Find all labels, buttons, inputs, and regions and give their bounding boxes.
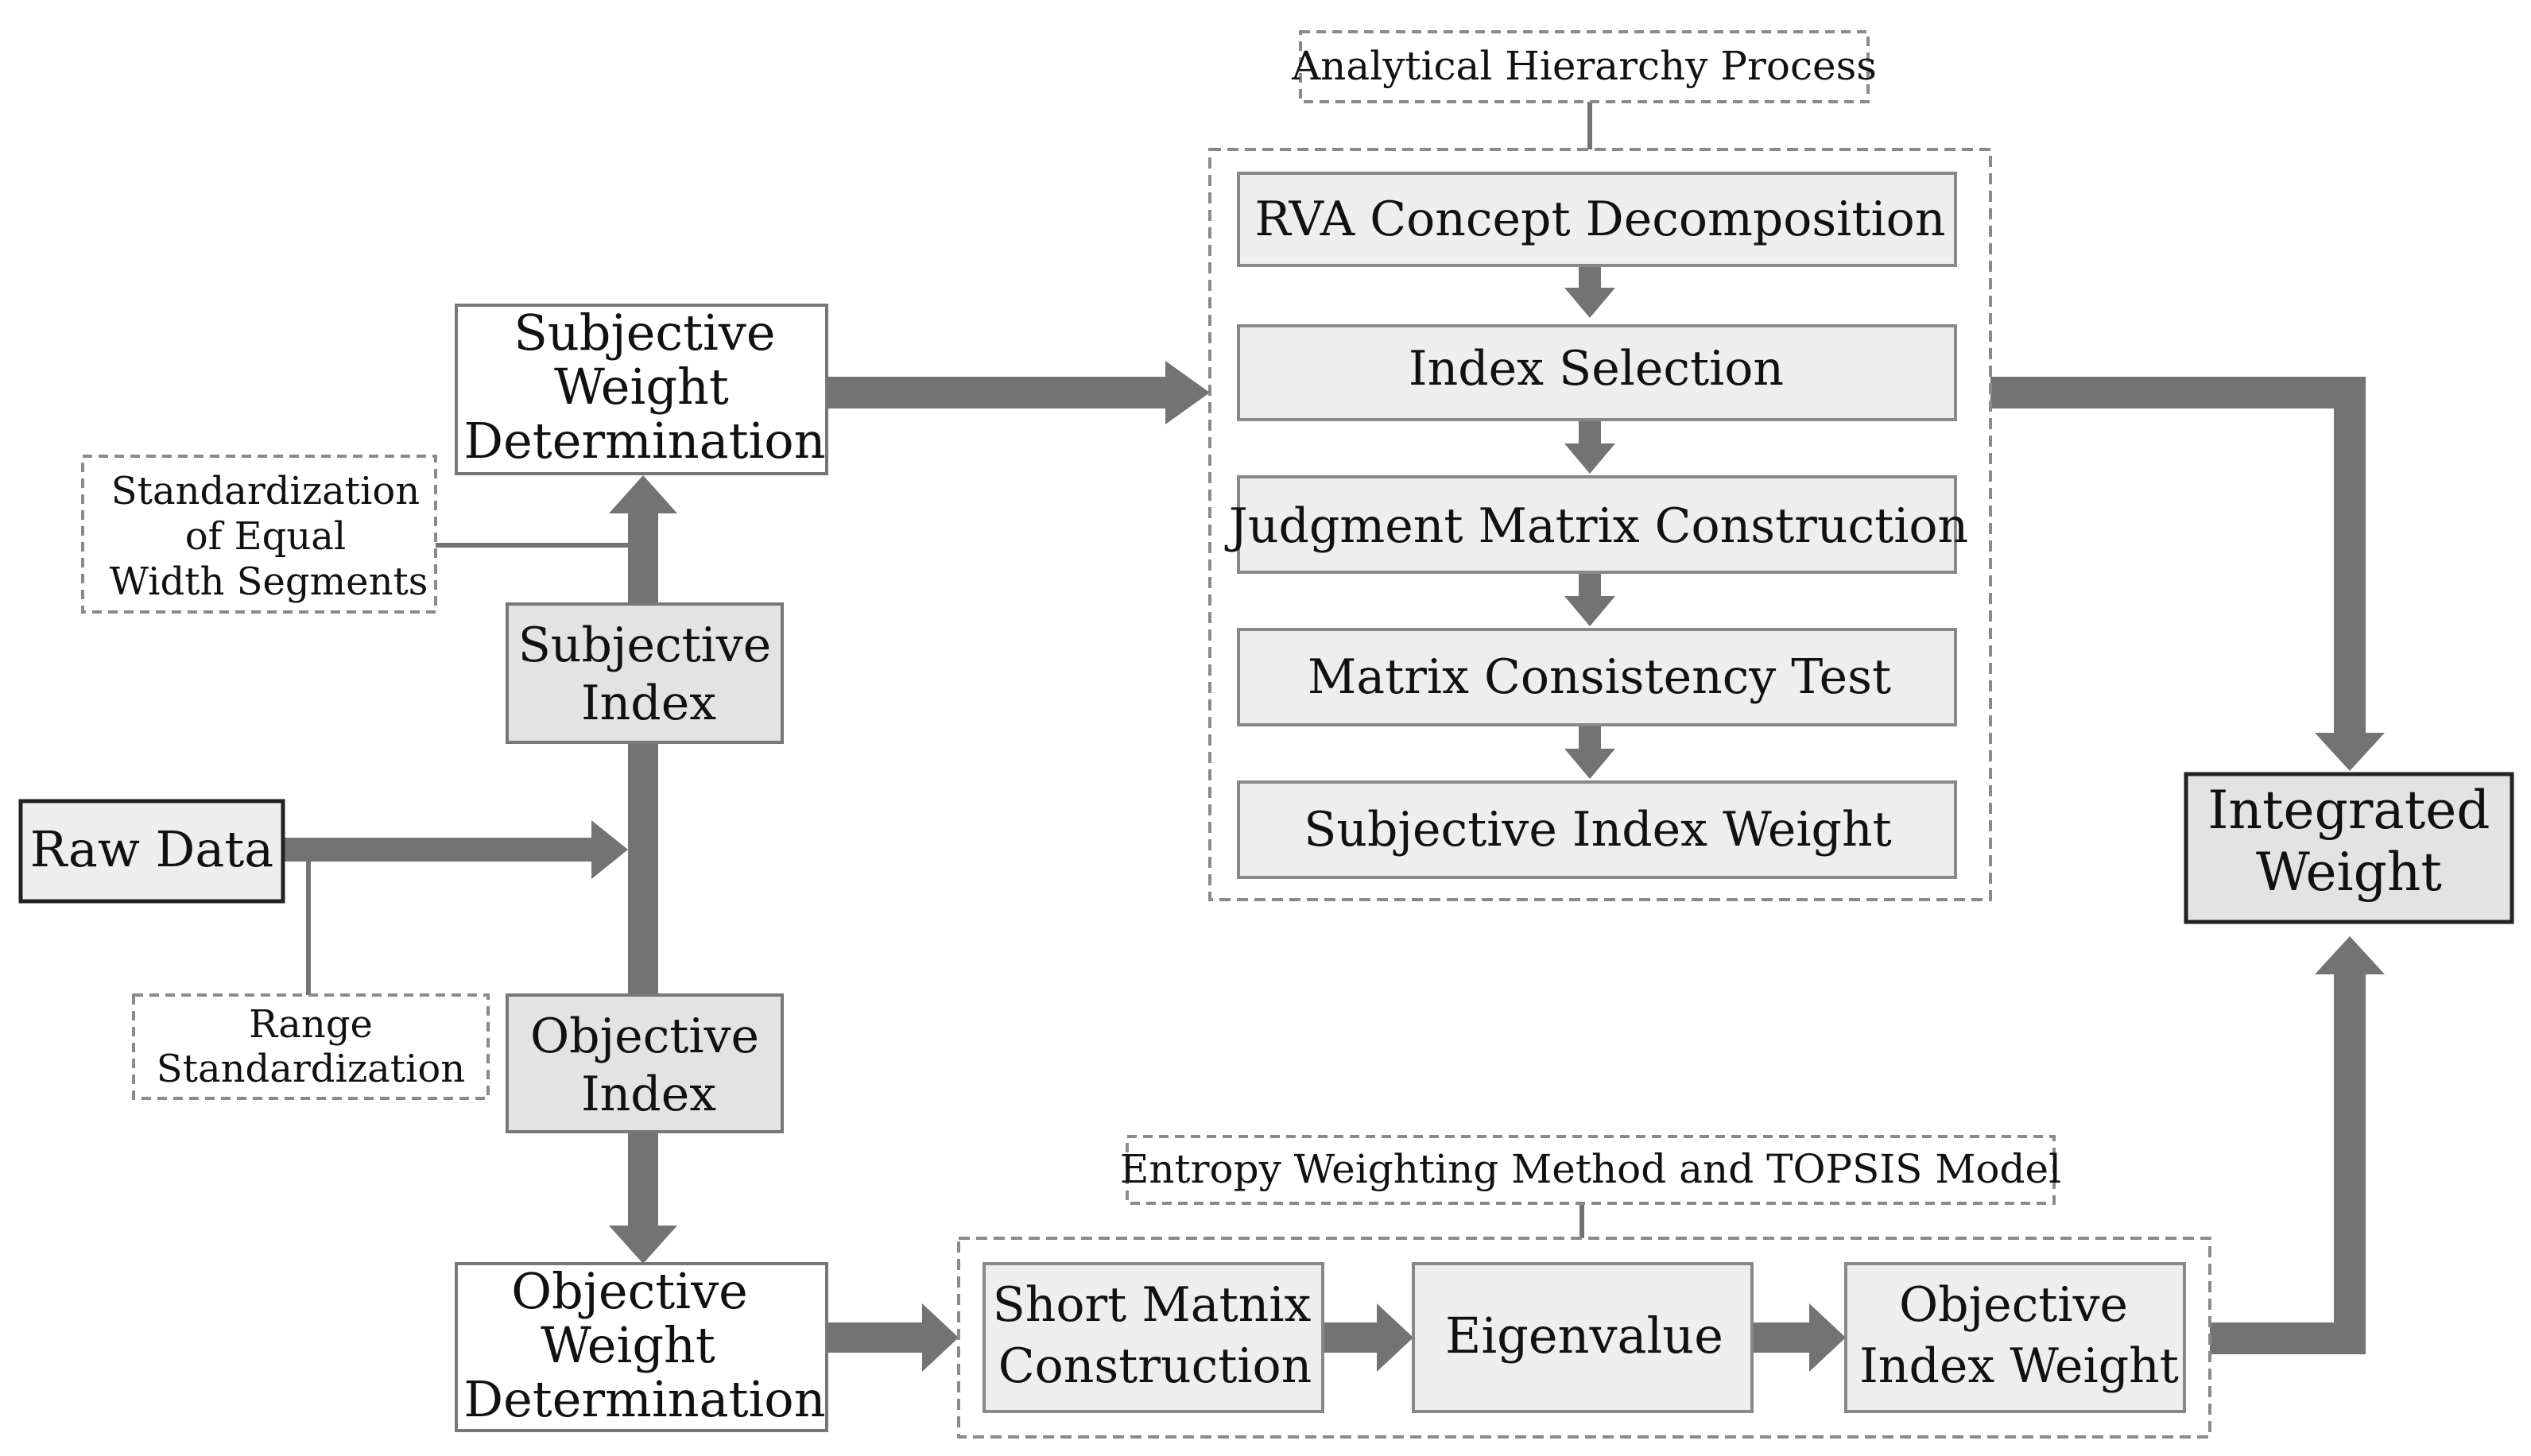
ahp-arrow-4-head	[1564, 749, 1615, 779]
subjective-index-box: Subjective Index	[506, 602, 784, 744]
entropy-container	[957, 1237, 2211, 1439]
subjective-index-line-2: Index	[581, 676, 716, 731]
ahp-step-3-label: Judgment Matrix Construction	[1224, 498, 1968, 554]
ahp-arrow-1-head	[1564, 288, 1615, 318]
objective-index-box: Objective Index	[506, 993, 784, 1133]
swd-to-ahp-head	[1165, 361, 1210, 424]
owd-to-entropy-head	[922, 1303, 959, 1372]
raw-data-arrow-head	[591, 820, 628, 879]
entropy-to-integrated-vertical	[2334, 970, 2366, 1354]
entropy-step-1-line-2: Construction	[998, 1338, 1312, 1394]
owd-line-2: Weight	[541, 1316, 715, 1374]
ahp-arrow-3-head	[1564, 596, 1615, 626]
range-standardization-box: Range Standardization	[132, 993, 490, 1100]
ahp-step-5-label: Subjective Index Weight	[1304, 802, 1891, 858]
subjective-index-line-1: Subjective	[518, 618, 772, 673]
arrow-up-shaft	[628, 509, 658, 612]
objective-index-line-1: Objective	[530, 1009, 759, 1064]
ahp-step-4-label: Matrix Consistency Test	[1308, 649, 1891, 705]
ahp-arrow-2-head	[1564, 443, 1615, 474]
ahp-step-3: Judgment Matrix Construction	[1224, 475, 1968, 574]
ahp-to-integrated-vertical	[2334, 377, 2366, 738]
swd-to-ahp-shaft	[827, 377, 1169, 409]
raw-data-box: Raw Data	[18, 799, 285, 904]
integrated-weight-line-1: Integrated	[2207, 780, 2490, 841]
integrated-weight-box: Integrated Weight	[2184, 772, 2514, 924]
objective-index-line-2: Index	[581, 1067, 716, 1122]
entropy-step-3-line-1: Objective	[1899, 1277, 2128, 1333]
step2-to-step3-head	[1809, 1303, 1846, 1372]
ahp-step-2: Index Selection	[1237, 324, 1957, 421]
entropy-step-2: Eigenvalue	[1412, 1262, 1754, 1413]
ahp-step-2-label: Index Selection	[1409, 341, 1784, 397]
entropy-step-3: Objective Index Weight	[1844, 1262, 2186, 1413]
swd-line-1: Subjective	[514, 304, 775, 362]
ahp-label-box: Analytical Hierarchy Process	[1291, 30, 1877, 103]
ahp-label: Analytical Hierarchy Process	[1291, 43, 1877, 89]
raw-data-arrow-shaft	[283, 838, 593, 862]
ahp-arrow-4-shaft	[1579, 725, 1601, 752]
swd-line-3: Determination	[463, 412, 825, 470]
ahp-arrow-2-shaft	[1579, 420, 1601, 447]
entropy-label: Entropy Weighting Method and TOPSIS Mode…	[1120, 1146, 2061, 1192]
owd-to-entropy-shaft	[827, 1322, 924, 1353]
owd-line-1: Objective	[511, 1262, 748, 1320]
range-standardization-line-2: Standardization	[157, 1047, 465, 1091]
objective-weight-determination-box: Objective Weight Determination	[455, 1262, 828, 1432]
step2-to-step3-shaft	[1752, 1322, 1812, 1353]
entropy-to-integrated-head	[2315, 936, 2385, 974]
standardization-equal-width-box: Standardization of Equal Width Segments	[81, 455, 437, 614]
swd-line-2: Weight	[554, 358, 729, 416]
standardization-line-3: Width Segments	[110, 560, 428, 604]
raw-data-label: Raw Data	[30, 820, 273, 878]
ahp-to-integrated-head	[2315, 733, 2385, 771]
step1-to-step2-head	[1377, 1303, 1413, 1372]
ahp-step-4: Matrix Consistency Test	[1237, 628, 1957, 726]
arrow-down-head	[609, 1226, 677, 1264]
standardization-line-1: Standardization	[111, 469, 420, 513]
arrow-down-shaft	[628, 1132, 658, 1229]
subjective-weight-determination-box: Subjective Weight Determination	[455, 304, 828, 475]
entropy-step-1: Short Matnix Construction	[983, 1262, 1324, 1413]
entropy-step-2-label: Eigenvalue	[1445, 1307, 1723, 1365]
arrow-up-head	[609, 475, 677, 513]
ahp-container	[1208, 148, 1992, 901]
entropy-label-box: Entropy Weighting Method and TOPSIS Mode…	[1120, 1135, 2061, 1205]
ahp-step-1-label: RVA Concept Decomposition	[1255, 192, 1946, 247]
step1-to-step2-shaft	[1321, 1322, 1380, 1353]
entropy-step-1-line-1: Short Matnix	[993, 1277, 1312, 1333]
range-standardization-line-1: Range	[249, 1002, 373, 1047]
entropy-step-3-line-2: Index Weight	[1859, 1338, 2179, 1394]
standardization-line-2: of Equal	[185, 514, 347, 559]
owd-line-3: Determination	[463, 1370, 825, 1428]
ahp-step-5: Subjective Index Weight	[1237, 780, 1957, 879]
integrated-weight-line-2: Weight	[2256, 842, 2442, 903]
ahp-arrow-3-shaft	[1579, 572, 1601, 599]
ahp-to-integrated-horizontal	[1990, 377, 2350, 409]
ahp-step-1: RVA Concept Decomposition	[1237, 172, 1957, 267]
